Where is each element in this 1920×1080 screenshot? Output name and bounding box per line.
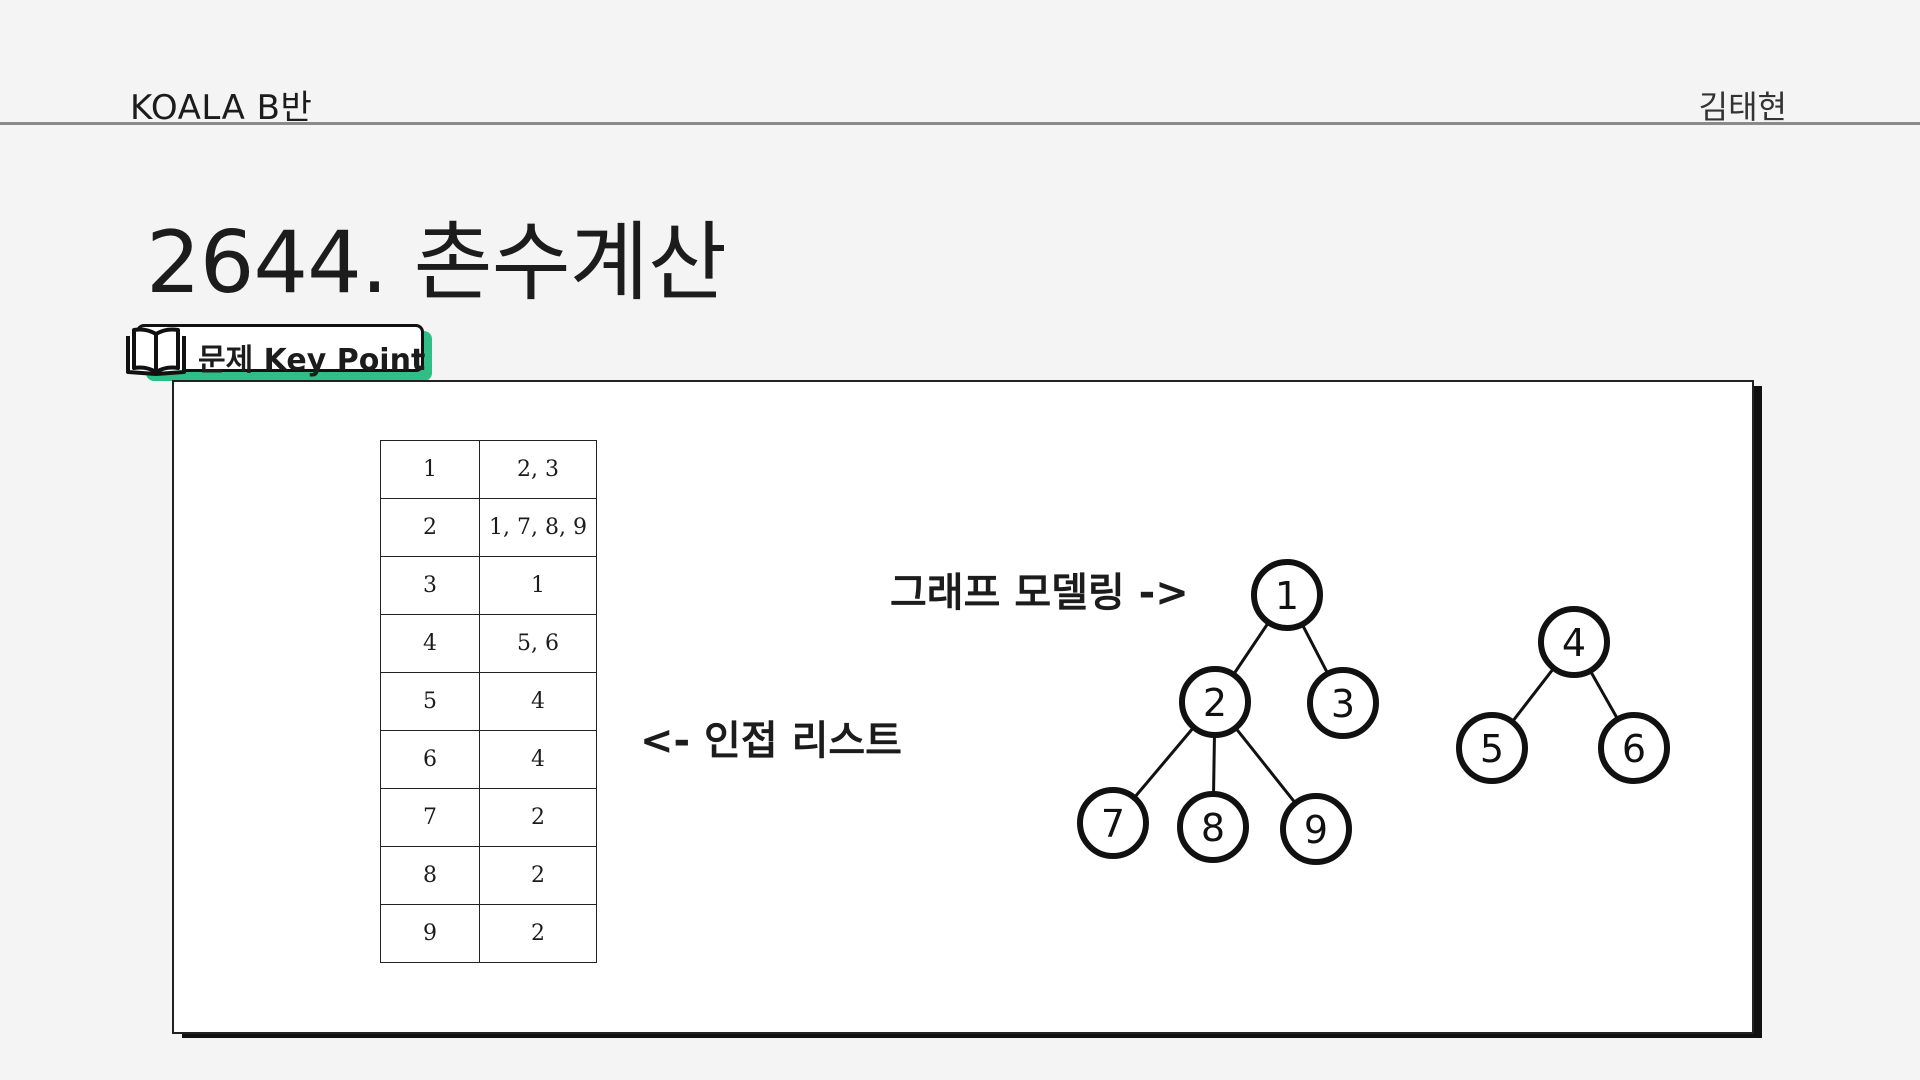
neighbors-cell: 5, 6 bbox=[479, 614, 597, 673]
book-icon bbox=[126, 327, 186, 376]
neighbors-cell: 2, 3 bbox=[479, 440, 597, 499]
svg-text:3: 3 bbox=[1331, 682, 1355, 726]
page-title: 2644. 촌수계산 bbox=[146, 213, 727, 313]
neighbors-cell: 1, 7, 8, 9 bbox=[479, 498, 597, 557]
graph-node-5: 5 bbox=[1456, 712, 1528, 784]
graph-node-4: 4 bbox=[1538, 606, 1610, 678]
header-divider bbox=[0, 122, 1920, 125]
neighbors-cell: 1 bbox=[479, 556, 597, 615]
node-key-cell: 9 bbox=[380, 904, 480, 963]
neighbors-cell: 2 bbox=[479, 904, 597, 963]
svg-text:2: 2 bbox=[1203, 681, 1227, 725]
header-right: 김태현 bbox=[1698, 88, 1787, 126]
graph-edge-2-7 bbox=[1133, 726, 1195, 799]
neighbors-cell: 2 bbox=[479, 846, 597, 905]
node-key-cell: 2 bbox=[380, 498, 480, 557]
svg-text:4: 4 bbox=[1562, 621, 1586, 665]
svg-text:5: 5 bbox=[1480, 727, 1504, 771]
graph-node-7: 7 bbox=[1077, 787, 1149, 859]
graph-node-3: 3 bbox=[1307, 667, 1379, 739]
graph-node-8: 8 bbox=[1177, 791, 1249, 863]
key-point-badge: 문제 Key Point bbox=[122, 322, 434, 382]
graph-node-9: 9 bbox=[1280, 793, 1352, 865]
graph-edge-2-9 bbox=[1234, 726, 1297, 805]
svg-text:6: 6 bbox=[1622, 727, 1646, 771]
header-left: KOALA B반 bbox=[130, 88, 313, 128]
graph-node-1: 1 bbox=[1251, 559, 1323, 631]
neighbors-cell: 4 bbox=[479, 672, 597, 731]
svg-text:7: 7 bbox=[1101, 802, 1125, 846]
adjacency-list-label: <- 인접 리스트 bbox=[640, 718, 902, 764]
svg-text:8: 8 bbox=[1201, 806, 1225, 850]
graph-edge-1-3 bbox=[1300, 623, 1330, 675]
neighbors-cell: 2 bbox=[479, 788, 597, 847]
neighbors-cell: 4 bbox=[479, 730, 597, 789]
node-key-cell: 1 bbox=[380, 440, 480, 499]
graph-edge-1-2 bbox=[1232, 621, 1270, 676]
graph-edge-4-6 bbox=[1588, 669, 1620, 721]
badge-label: 문제 Key Point bbox=[198, 343, 426, 378]
node-key-cell: 3 bbox=[380, 556, 480, 615]
svg-text:9: 9 bbox=[1304, 808, 1328, 852]
graph-modeling-label: 그래프 모델링 -> bbox=[890, 570, 1189, 616]
graph-node-6: 6 bbox=[1598, 712, 1670, 784]
node-key-cell: 6 bbox=[380, 730, 480, 789]
graph-edge-4-5 bbox=[1511, 667, 1555, 723]
svg-text:1: 1 bbox=[1275, 574, 1299, 618]
graph-node-2: 2 bbox=[1179, 666, 1251, 738]
graph-edge-2-8 bbox=[1212, 734, 1216, 795]
